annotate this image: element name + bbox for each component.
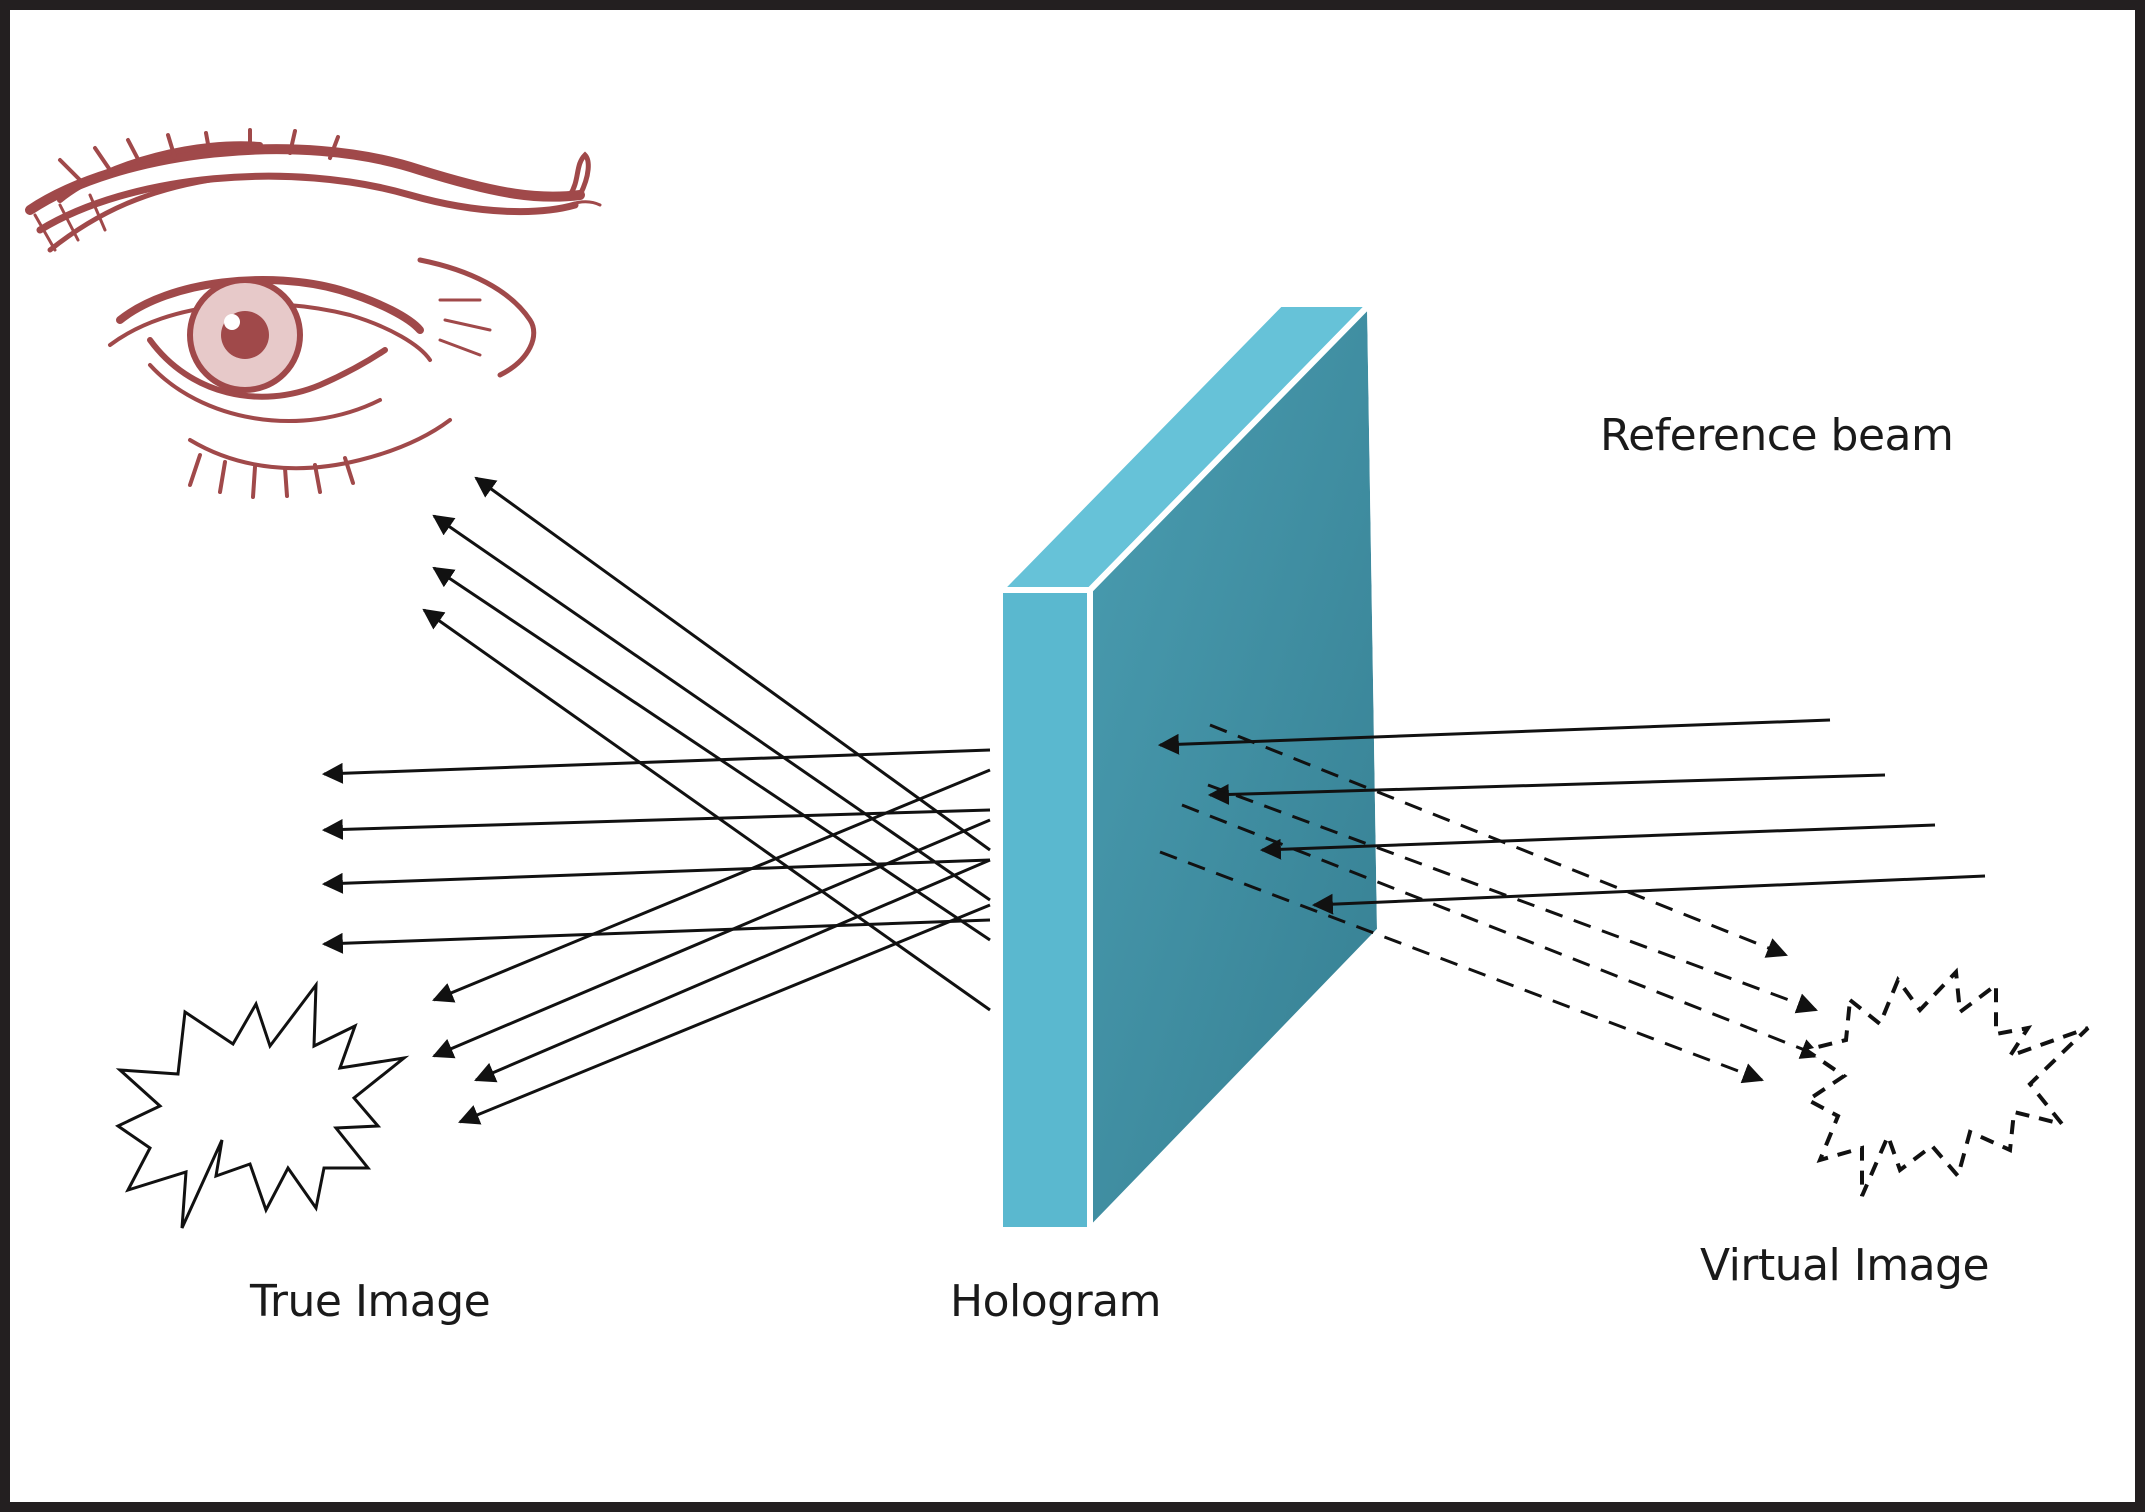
- virtual-image-rays: [1159, 723, 1822, 1084]
- true-image-label: True Image: [250, 1276, 491, 1327]
- converging-rays-true-image: [432, 768, 991, 1125]
- hologram-side-face: [997, 587, 1093, 1233]
- reference-beam-rays: [1157, 718, 1986, 915]
- dashed-starburst-icon: [1801, 967, 2090, 1197]
- hologram-front-face: [1087, 296, 1384, 1238]
- starburst-icon: [115, 980, 410, 1229]
- eye-sketch-icon: [25, 128, 602, 499]
- transmitted-rays-left: [321, 748, 991, 954]
- reference-beam-label: Reference beam: [1600, 410, 1954, 461]
- hologram-label: Hologram: [950, 1276, 1162, 1327]
- virtual-image-label: Virtual Image: [1700, 1240, 1990, 1291]
- hologram-plate: [992, 296, 1384, 1238]
